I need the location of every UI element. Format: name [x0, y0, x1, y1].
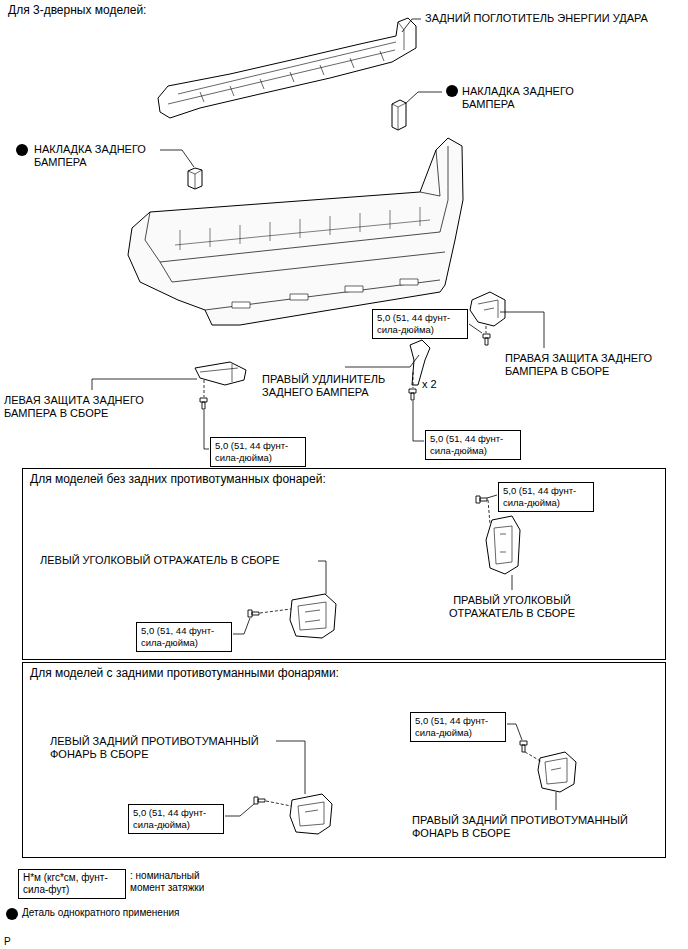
part-name: ЛЕВЫЙ УГОЛКОВЫЙ ОТРАЖАТЕЛЬ В СБОРЕ [40, 554, 280, 567]
quantity: x 2 [422, 378, 437, 391]
part-name: ЛЕВАЯ ЗАЩИТА ЗАДНЕГО БАМПЕРА В СБОРЕ [4, 394, 182, 420]
title-text: Для 3-дверных моделей: [8, 3, 146, 17]
part-name-text: ЗАДНИЙ ПОГЛОТИТЕЛЬ ЭНЕРГИИ УДАРА [425, 12, 648, 24]
part-name-text: ПРАВАЯ ЗАЩИТА ЗАДНЕГО БАМПЕРА В СБОРЕ [505, 352, 652, 377]
single-use-marks [6, 85, 458, 920]
torque-box: 5,0 (51, 44 фунт-сила-дюйма) [410, 712, 506, 742]
part-name-text: ЛЕВЫЙ УГОЛКОВЫЙ ОТРАЖАТЕЛЬ В СБОРЕ [40, 554, 280, 566]
torque-value: 5,0 (51, 44 фунт-сила-дюйма) [415, 715, 501, 739]
quantity-text: x 2 [422, 378, 437, 390]
torque-value: 5,0 (51, 44 фунт-сила-дюйма) [141, 625, 227, 649]
torque-box: 5,0 (51, 44 фунт-сила-дюйма) [136, 622, 232, 652]
torque-value: 5,0 (51, 44 фунт-сила-дюйма) [133, 807, 219, 831]
bolt-axes [204, 326, 542, 806]
leader-lines [92, 19, 556, 816]
torque-box: 5,0 (51, 44 фунт-сила-дюйма) [210, 437, 306, 467]
part-name: ЗАДНИЙ ПОГЛОТИТЕЛЬ ЭНЕРГИИ УДАРА [425, 12, 648, 25]
torque-box: 5,0 (51, 44 фунт-сила-дюйма) [128, 804, 224, 834]
part-name: ЛЕВЫЙ ЗАДНИЙ ПРОТИВОТУМАННЫЙ ФОНАРЬ В СБ… [50, 735, 272, 761]
part-name: ПРАВАЯ ЗАЩИТА ЗАДНЕГО БАМПЕРА В СБОРЕ [505, 352, 683, 378]
diagram-title: Для 3-дверных моделей: [8, 4, 146, 17]
part-name-text: ПРАВЫЙ УГОЛКОВЫЙ ОТРАЖАТЕЛЬ В СБОРЕ [449, 594, 575, 619]
torque-value: 5,0 (51, 44 фунт-сила-дюйма) [503, 485, 589, 509]
legend-entry: Деталь однократного применения [22, 907, 179, 919]
part-name-text: ПРАВЫЙ ЗАДНИЙ ПРОТИВОТУМАННЫЙ ФОНАРЬ В С… [412, 814, 628, 839]
legend-text: Деталь однократного применения [22, 907, 179, 918]
torque-box: 5,0 (51, 44 фунт-сила-дюйма) [498, 482, 594, 512]
part-name: ПРАВЫЙ ЗАДНИЙ ПРОТИВОТУМАННЫЙ ФОНАРЬ В С… [412, 814, 647, 840]
part-name-text: НАКЛАДКА ЗАДНЕГО БАМПЕРА [462, 85, 574, 110]
condition-panel: Для моделей с задними противотуманными ф… [22, 662, 666, 858]
part-name: ПРАВЫЙ УГОЛКОВЫЙ ОТРАЖАТЕЛЬ В СБОРЕ [437, 594, 587, 620]
page-mark-text: P [4, 936, 11, 947]
legend-entry: : номинальный момент затяжки [130, 870, 222, 894]
panel-heading: Для моделей с задними противотуманными ф… [23, 663, 665, 680]
part-name-text: ЛЕВАЯ ЗАЩИТА ЗАДНЕГО БАМПЕРА В СБОРЕ [4, 394, 144, 419]
part-name: НАКЛАДКА ЗАДНЕГО БАМПЕРА [34, 143, 174, 169]
torque-box: 5,0 (51, 44 фунт-сила-дюйма) [372, 309, 468, 339]
parts [128, 18, 576, 834]
torque-value: 5,0 (51, 44 фунт-сила-дюйма) [377, 312, 463, 336]
bolts [200, 334, 527, 804]
part-name-text: НАКЛАДКА ЗАДНЕГО БАМПЕРА [34, 143, 146, 168]
torque-value: 5,0 (51, 44 фунт-сила-дюйма) [215, 440, 301, 464]
torque-value: Н*м (кгс*см, фунт-сила-фут) [23, 872, 121, 896]
torque-value: 5,0 (51, 44 фунт-сила-дюйма) [430, 433, 516, 457]
part-name: ПРАВЫЙ УДЛИНИТЕЛЬ ЗАДНЕГО БАМПЕРА [262, 373, 402, 399]
torque-box: 5,0 (51, 44 фунт-сила-дюйма) [425, 430, 521, 460]
page-mark: P [4, 935, 11, 948]
part-name-text: ПРАВЫЙ УДЛИНИТЕЛЬ ЗАДНЕГО БАМПЕРА [262, 373, 385, 398]
legend-text: : номинальный момент затяжки [130, 870, 204, 893]
part-name-text: ЛЕВЫЙ ЗАДНИЙ ПРОТИВОТУМАННЫЙ ФОНАРЬ В СБ… [50, 735, 259, 760]
torque-unit-box: Н*м (кгс*см, фунт-сила-фут) [18, 869, 126, 899]
part-name: НАКЛАДКА ЗАДНЕГО БАМПЕРА [462, 85, 602, 111]
